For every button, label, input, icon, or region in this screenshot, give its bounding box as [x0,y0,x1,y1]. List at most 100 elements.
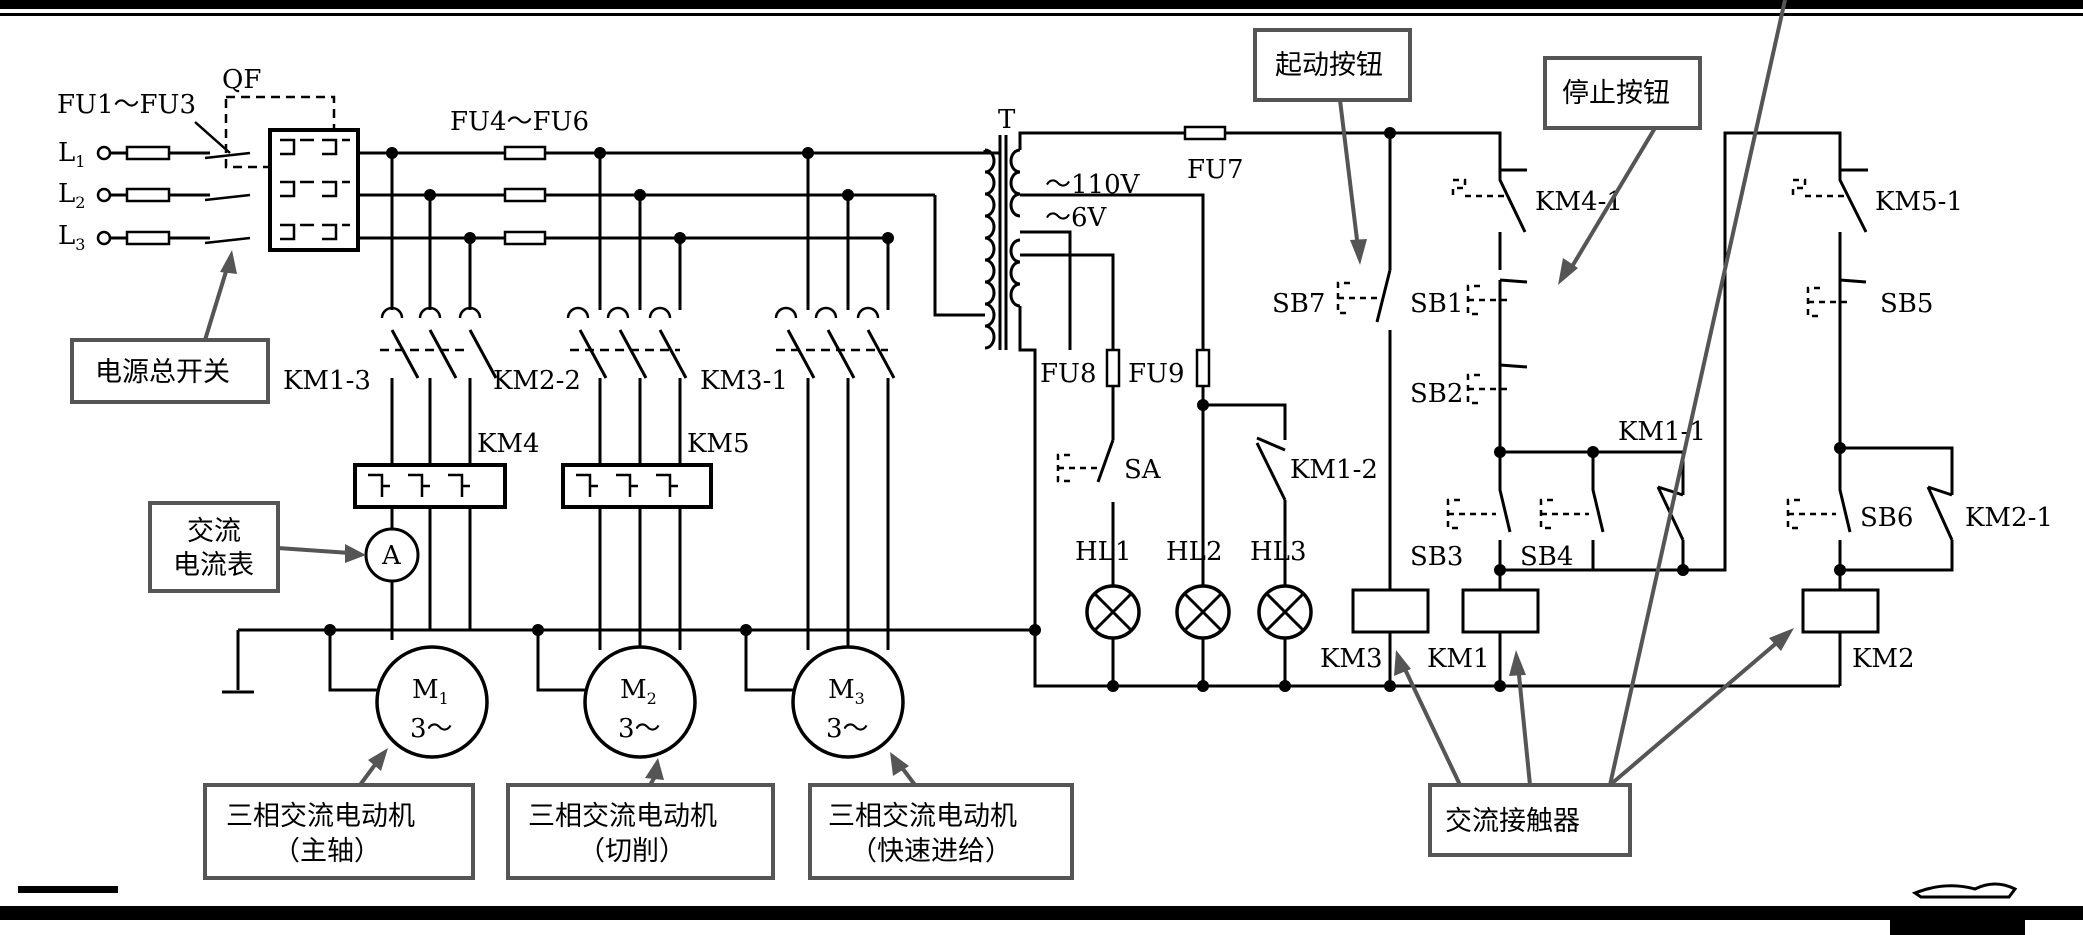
motor-m3-callout-line1: 三相交流电动机 [828,801,1017,832]
button-sb4-label: SB4 [1520,542,1573,572]
button-sb3-label: SB3 [1410,542,1463,572]
terminal-l1 [96,145,112,161]
lamp-circuit: FU8 FU9 SA KM1-2 HL1 HL2 HL3 [1040,348,1378,686]
fuse-fu3 [125,230,171,246]
stop-button-callout-box [1543,56,1702,130]
contact-km3-1: KM3-1 [700,366,788,396]
control-callouts: 起动按钮 停止按钮 交流接触器 [1253,0,1794,857]
breaker-qf [268,128,360,252]
motor-m2-callout-line1: 三相交流电动机 [528,801,717,832]
main-switch-callout-text: 电源总开关 [95,357,230,388]
bottom-border [0,906,2083,920]
motor-m3 [791,645,905,759]
fuse-fu1 [125,145,171,161]
fuse-fu6 [503,230,547,246]
bottom-border-right-tab [1890,920,2025,935]
motor-m1-spec: 3～ [410,714,453,744]
fuse-fu8 [1105,348,1121,388]
coil-km3 [1351,588,1430,634]
contact-km1-2-label: KM1-2 [1290,455,1378,485]
contactor-callout-text: 交流接触器 [1445,806,1580,837]
motor-m1-name: M1 [412,675,449,708]
fuse-fu8-label: FU8 [1040,359,1097,389]
tap-110v-label: ～110V [1045,170,1141,200]
start-button-callout-text: 起动按钮 [1275,50,1383,81]
fuses-branch-label: FU4～FU6 [450,107,589,137]
phase-l1-label: L1 [58,138,85,171]
lamp-hl3 [1257,584,1313,640]
switch-sa-label: SA [1124,455,1162,485]
lamp-hl1-label: HL1 [1075,537,1131,567]
contact-km5-1-label: KM5-1 [1875,187,1963,217]
ammeter-callout-box [148,501,280,593]
ammeter-symbol: A [381,541,402,571]
transformer: T FU7 ～110V ～6V [933,105,1390,630]
coil-km2 [1801,588,1880,634]
lamp-hl3-label: HL3 [1250,537,1306,567]
stop-button-callout-text: 停止按钮 [1562,78,1670,109]
control-circuit: SB7 KM4-1 SB1 SB2 KM1-1 SB3 SB4 [1272,127,2053,686]
motor-m2-spec: 3～ [618,714,661,744]
fuse-fu9 [1195,348,1211,388]
main-bus: FU4～FU6 [358,107,1000,246]
button-sb1-label: SB1 [1410,289,1463,319]
coil-km2-label: KM2 [1852,644,1915,674]
motor-m3-name: M3 [828,675,865,708]
motor-m1-callout-line1: 三相交流电动机 [226,801,415,832]
contact-km2-2: KM2-2 [493,366,581,396]
lamp-hl1 [1085,584,1141,640]
motor-m3-callout-line2: （快速进给） [850,836,1012,867]
power-input: L1 L2 L3 FU1～FU3 QF 电源总开关 [57,65,360,404]
thermal-km4-label: KM4 [477,429,540,459]
motor-m1-callout-box [203,783,475,880]
button-sb6-label: SB6 [1860,503,1913,533]
main-switch-callout-box [70,338,270,404]
motor-m2-callout-line2: （切削） [578,836,686,867]
start-button-callout-box [1253,28,1412,102]
motor-branch-1: KM1-3 KM4 A M1 3～ 交流 电流表 三相交流电动机 （主轴） [148,153,540,880]
contact-km2-1-label: KM2-1 [1965,503,2053,533]
motor-m2-name: M2 [620,675,657,708]
top-border [0,0,2083,9]
button-sb2-label: SB2 [1410,379,1463,409]
motor-m1 [375,645,489,759]
motor-m3-spec: 3～ [826,714,869,744]
tap-6v-label: ～6V [1045,203,1108,233]
bottom-border-left-tab [18,886,118,893]
ammeter-callout-line2: 电流表 [173,550,254,581]
fuse-fu7 [1183,125,1227,141]
contactor-callout-box [1428,783,1632,857]
button-sb5-label: SB5 [1880,289,1933,319]
phase-l2-label: L2 [58,179,85,212]
ammeter-callout-line1: 交流 [187,516,241,547]
contact-km4-1-label: KM4-1 [1535,187,1623,217]
fuses-main-label: FU1～FU3 [57,90,196,120]
motor-branch-2: KM2-2 KM5 M2 3～ 三相交流电动机 （切削） [493,153,775,880]
transformer-label: T [998,105,1016,135]
coil-km1 [1461,588,1540,634]
terminal-l3 [96,230,112,246]
motor-m2-callout-box [506,783,775,880]
thermal-km5-label: KM5 [687,429,750,459]
fuse-fu7-label: FU7 [1187,155,1244,185]
return-bus [1033,630,1840,692]
button-sb7-label: SB7 [1272,289,1325,319]
contact-km1-3: KM1-3 [283,366,371,396]
fuse-fu5 [503,187,547,203]
coil-km3-label: KM3 [1320,644,1383,674]
motor-m2 [583,645,697,759]
lamp-hl2-label: HL2 [1166,537,1222,567]
motor-m1-callout-line2: （主轴） [273,836,381,867]
fuse-fu2 [125,187,171,203]
coil-km1-label: KM1 [1427,644,1490,674]
top-border-thin [0,13,2083,16]
phase-l3-label: L3 [58,221,85,254]
motor-m3-callout-box [808,783,1074,880]
breaker-label: QF [222,65,261,95]
page-corner-ornament [1911,882,2018,899]
terminal-l2 [96,187,112,203]
lamp-hl2 [1175,584,1231,640]
fuse-fu9-label: FU9 [1128,359,1185,389]
fuse-fu4 [503,145,547,161]
